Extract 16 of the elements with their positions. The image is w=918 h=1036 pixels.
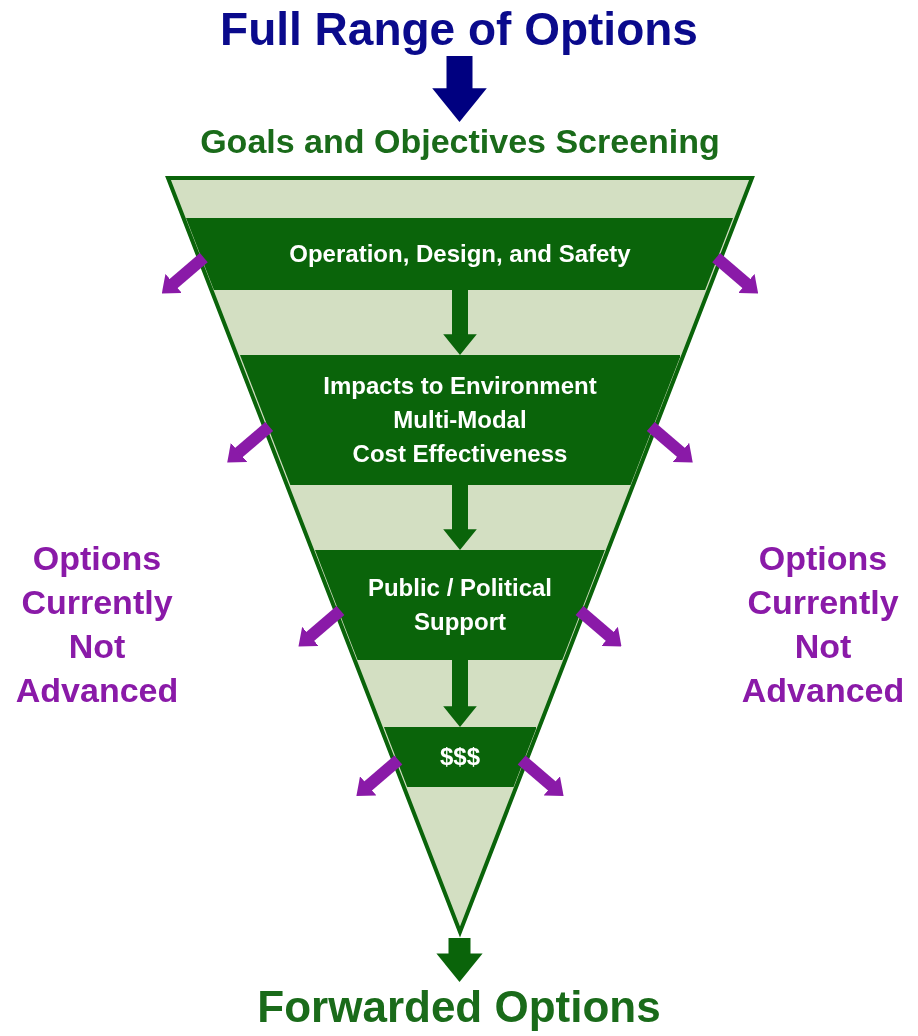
arrow [436,938,483,982]
stage-label: Public / Political Support [366,573,553,637]
side-note: Options Currently Not Advanced [14,538,180,711]
stage-label: Cost Effectiveness [352,439,568,469]
side-note: Options Currently Not Advanced [740,538,906,711]
arrow [432,56,487,122]
funnel-heading: Goals and Objectives Screening [199,122,721,161]
output-heading: Forwarded Options [0,982,918,1032]
stage-label: Operation, Design, and Safety [289,239,631,269]
arrow [443,290,477,355]
stage-label: Multi-Modal [393,405,527,435]
input-heading: Full Range of Options [0,2,918,56]
stage-label: $$$ [439,742,480,772]
arrow [443,660,477,727]
stage-label: Impacts to Environment [323,371,597,401]
arrow [443,485,477,550]
